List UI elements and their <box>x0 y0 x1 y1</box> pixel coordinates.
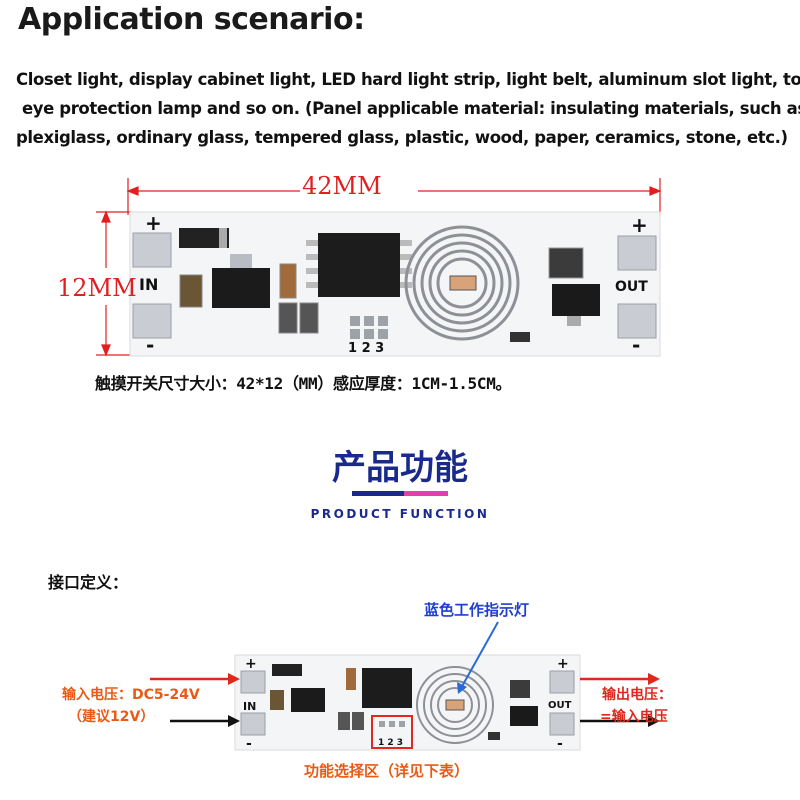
size-note: 触摸开关尺寸大小：42*12（MM）感应厚度：1CM-1.5CM。 <box>95 374 512 393</box>
b2-plus-right: + <box>557 656 569 672</box>
b2-plus-left: + <box>245 656 257 672</box>
touch-spring-coil <box>404 225 520 341</box>
blue-led-2 <box>445 699 465 711</box>
description-line-3: plexiglass, ordinary glass, tempered gla… <box>16 128 788 147</box>
description-line-2: eye protection lamp and so on. (Panel ap… <box>22 99 800 118</box>
product-function-subtitle: PRODUCT FUNCTION <box>310 507 490 521</box>
input-minus-label: - <box>146 333 154 357</box>
width-dimension-label: 42MM <box>302 172 382 200</box>
output-equal-label: =输入电压 <box>600 709 668 725</box>
output-minus-label: - <box>632 333 640 357</box>
out-label: OUT <box>615 279 648 295</box>
width-dimension <box>126 178 662 215</box>
title-underline-left <box>352 491 404 496</box>
in-label: IN <box>139 275 158 294</box>
regulator-component <box>212 268 270 308</box>
board-diagram-interface: + - IN + - OUT 1 2 3 <box>234 654 581 752</box>
product-function-title: 产品功能 <box>332 448 468 488</box>
input-plus-pad <box>132 232 172 268</box>
touch-spring-coil-2 <box>416 666 494 744</box>
b2-minus-left: - <box>246 736 252 752</box>
page-title: Application scenario: <box>18 2 365 37</box>
indicator-label: 蓝色工作指示灯 <box>424 601 530 619</box>
function-select-box <box>371 715 413 749</box>
interface-heading: 接口定义： <box>48 573 129 592</box>
diode-component <box>179 228 229 248</box>
b2-in-label: IN <box>243 700 256 713</box>
b2-jumper-numbers: 1 2 3 <box>378 738 403 748</box>
transistor-component <box>552 284 600 316</box>
board-diagram-dimensioned: + - IN + - OUT 1 2 3 <box>96 178 662 357</box>
input-plus-label: + <box>145 211 162 235</box>
output-plus-label: + <box>631 213 648 237</box>
input-suggest-label: （建议12V） <box>68 709 155 725</box>
output-voltage-label: 输出电压： <box>602 687 672 703</box>
ic-chip-2 <box>362 668 412 708</box>
input-voltage-label: 输入电压：DC5-24V <box>62 687 200 703</box>
output-minus-pad <box>617 303 657 339</box>
function-select-label: 功能选择区（详见下表） <box>304 762 470 780</box>
ic-chip <box>318 233 400 297</box>
height-dimension-label: 12MM <box>57 274 137 302</box>
input-minus-pad <box>132 303 172 339</box>
indicator-arrow <box>459 621 499 691</box>
b2-out-label: OUT <box>548 700 572 711</box>
description-line-1: Closet light, display cabinet light, LED… <box>16 70 800 89</box>
blue-led <box>449 275 477 291</box>
capacitor-component <box>179 274 203 308</box>
output-plus-pad <box>617 235 657 271</box>
title-underline-right <box>404 491 448 496</box>
height-dimension <box>96 210 132 357</box>
b2-minus-right: - <box>557 736 563 752</box>
jumper-numbers: 1 2 3 <box>348 341 384 356</box>
resistor-component <box>548 247 584 279</box>
interface-arrows <box>150 621 660 727</box>
jumper-pads <box>350 316 388 339</box>
